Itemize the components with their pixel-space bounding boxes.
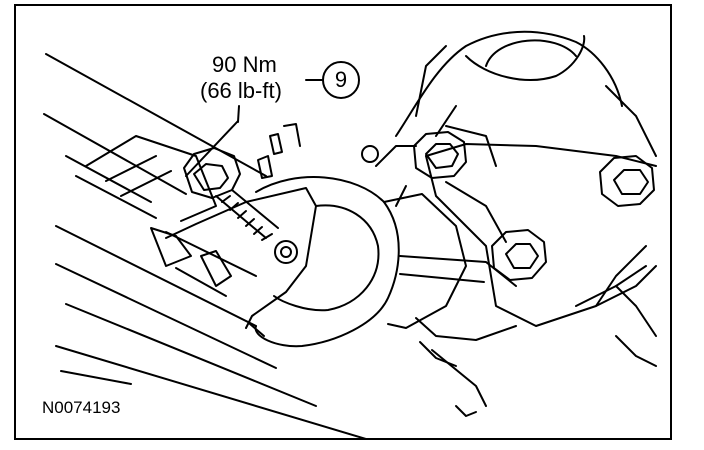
torque-value-lbft: (66 lb-ft) bbox=[200, 78, 282, 103]
callout-number-badge: 9 bbox=[322, 61, 360, 99]
torque-leader-line bbox=[237, 105, 240, 123]
callout-number: 9 bbox=[334, 67, 348, 92]
mount-bracket bbox=[165, 187, 317, 337]
mount-bushing-arm bbox=[254, 176, 517, 417]
flange-bolt-lower bbox=[491, 229, 547, 281]
figure-id-label: N0074193 bbox=[42, 398, 121, 417]
flange-bolt-right bbox=[599, 155, 655, 207]
engine-housing bbox=[375, 30, 657, 367]
frame-rail-lines bbox=[43, 53, 367, 438]
diagram-frame: 90 Nm (66 lb-ft) 9 N0074193 bbox=[14, 4, 672, 440]
flange-bolt-upper bbox=[413, 131, 467, 179]
torque-bolt bbox=[183, 120, 279, 241]
torque-value-nm: 90 Nm bbox=[212, 52, 277, 77]
engine-mount-illustration bbox=[43, 30, 657, 438]
stud-cluster bbox=[257, 123, 379, 179]
left-bracket bbox=[85, 135, 217, 267]
